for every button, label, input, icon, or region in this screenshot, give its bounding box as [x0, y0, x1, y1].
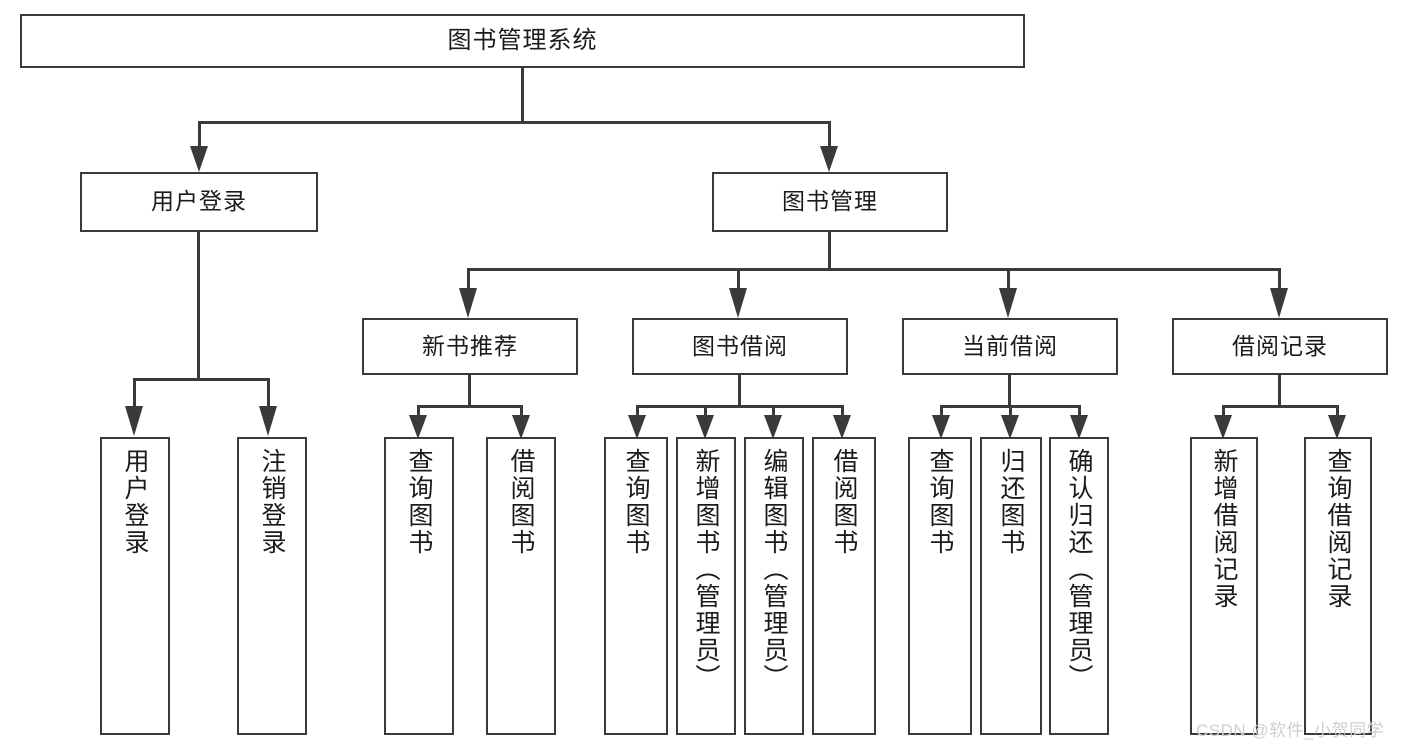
connector-currentborrow-leg-1 — [940, 405, 943, 417]
arrowhead-level2-2 — [729, 288, 747, 318]
arrowhead-level2-1 — [459, 288, 477, 318]
arrowhead-level2-4 — [1270, 288, 1288, 318]
node-label: 归还图书 — [997, 448, 1025, 556]
node-label: 注销登录 — [258, 448, 286, 556]
connector-borrowrecord-leg-1 — [1222, 405, 1225, 417]
leaf-borrowrecord-add-record[interactable]: 新增借阅记录 — [1190, 437, 1258, 735]
node-label: 新增图书（管理员） — [692, 448, 720, 691]
connector-newbook-leg-2 — [520, 405, 523, 417]
node-label: 用户登录 — [121, 448, 149, 556]
arrowhead-currentborrow-1 — [932, 415, 950, 439]
node-label: 查询借阅记录 — [1324, 448, 1352, 610]
connector-bookmgmt-bus — [467, 268, 1281, 271]
connector-root-leg-left — [198, 121, 201, 146]
arrowhead-currentborrow-2 — [1001, 415, 1019, 439]
connector-userlogin-leg-1 — [133, 378, 136, 408]
node-label: 查询图书 — [622, 448, 650, 556]
arrowhead-level2-3 — [999, 288, 1017, 318]
arrowhead-borrowrecord-1 — [1214, 415, 1232, 439]
leaf-currentborrow-return-book[interactable]: 归还图书 — [980, 437, 1042, 735]
node-label: 借阅图书 — [830, 448, 858, 556]
connector-userlogin-stem — [197, 232, 200, 380]
node-label: 查询图书 — [405, 448, 433, 556]
node-label: 查询图书 — [926, 448, 954, 556]
connector-borrowrecord-stem — [1278, 375, 1281, 407]
connector-userlogin-leg-2 — [267, 378, 270, 408]
leaf-newbook-borrow-book[interactable]: 借阅图书 — [486, 437, 556, 735]
node-label: 新增借阅记录 — [1210, 448, 1238, 610]
arrowhead-to-user-login — [190, 146, 208, 172]
arrowhead-borrowrecord-2 — [1328, 415, 1346, 439]
connector-borrowrecord-bus — [1222, 405, 1339, 408]
leaf-borrowrecord-query-record[interactable]: 查询借阅记录 — [1304, 437, 1372, 735]
connector-bookmgmt-leg-4 — [1278, 268, 1281, 290]
node-root-system[interactable]: 图书管理系统 — [20, 14, 1025, 68]
connector-newbook-leg-1 — [417, 405, 420, 417]
leaf-currentborrow-confirm-return[interactable]: 确认归还（管理员） — [1049, 437, 1109, 735]
node-label: 图书管理系统 — [447, 26, 598, 54]
connector-bookborrow-leg-3 — [772, 405, 775, 417]
node-label: 图书借阅 — [692, 332, 788, 359]
connector-bookmgmt-leg-2 — [737, 268, 740, 290]
node-borrow-record[interactable]: 借阅记录 — [1172, 318, 1388, 375]
connector-root-bus — [198, 121, 831, 124]
leaf-bookborrow-add-book[interactable]: 新增图书（管理员） — [676, 437, 736, 735]
leaf-user-login-login[interactable]: 用户登录 — [100, 437, 170, 735]
arrowhead-userlogin-1 — [125, 406, 143, 436]
node-label: 当前借阅 — [962, 332, 1058, 359]
leaf-newbook-query-book[interactable]: 查询图书 — [384, 437, 454, 735]
node-label: 确认归还（管理员） — [1065, 448, 1093, 691]
node-label: 编辑图书（管理员） — [760, 448, 788, 691]
node-book-management[interactable]: 图书管理 — [712, 172, 948, 232]
arrowhead-bookborrow-1 — [628, 415, 646, 439]
connector-bookmgmt-leg-1 — [467, 268, 470, 290]
leaf-user-login-logout[interactable]: 注销登录 — [237, 437, 307, 735]
leaf-currentborrow-query-book[interactable]: 查询图书 — [908, 437, 972, 735]
node-new-book-recommend[interactable]: 新书推荐 — [362, 318, 578, 375]
node-label: 图书管理 — [782, 188, 878, 215]
leaf-bookborrow-edit-book[interactable]: 编辑图书（管理员） — [744, 437, 804, 735]
node-label: 借阅记录 — [1232, 332, 1328, 359]
arrowhead-bookborrow-4 — [833, 415, 851, 439]
connector-bookborrow-leg-2 — [704, 405, 707, 417]
connector-bookborrow-bus — [636, 405, 844, 408]
arrowhead-to-book-manage — [820, 146, 838, 172]
connector-root-leg-right — [828, 121, 831, 146]
arrowhead-currentborrow-3 — [1070, 415, 1088, 439]
leaf-bookborrow-borrow-book[interactable]: 借阅图书 — [812, 437, 876, 735]
connector-bookmgmt-leg-3 — [1007, 268, 1010, 290]
node-book-borrow[interactable]: 图书借阅 — [632, 318, 848, 375]
connector-bookborrow-leg-1 — [636, 405, 639, 417]
connector-currentborrow-leg-3 — [1078, 405, 1081, 417]
connector-userlogin-bus — [133, 378, 270, 381]
node-label: 新书推荐 — [422, 332, 518, 359]
connector-borrowrecord-leg-2 — [1336, 405, 1339, 417]
connector-bookborrow-leg-4 — [841, 405, 844, 417]
connector-bookmgmt-stem — [828, 232, 831, 270]
arrowhead-bookborrow-3 — [764, 415, 782, 439]
connector-currentborrow-leg-2 — [1009, 405, 1012, 417]
node-label: 借阅图书 — [507, 448, 535, 556]
arrowhead-bookborrow-2 — [696, 415, 714, 439]
connector-newbook-bus — [417, 405, 523, 408]
node-current-borrow[interactable]: 当前借阅 — [902, 318, 1118, 375]
connector-newbook-stem — [468, 375, 471, 407]
arrowhead-newbook-2 — [512, 415, 530, 439]
node-label: 用户登录 — [151, 188, 247, 215]
node-user-login[interactable]: 用户登录 — [80, 172, 318, 232]
arrowhead-newbook-1 — [409, 415, 427, 439]
leaf-bookborrow-query-book[interactable]: 查询图书 — [604, 437, 668, 735]
connector-root-stem — [521, 68, 524, 122]
connector-currentborrow-stem — [1008, 375, 1011, 407]
connector-bookborrow-stem — [738, 375, 741, 407]
arrowhead-userlogin-2 — [259, 406, 277, 436]
